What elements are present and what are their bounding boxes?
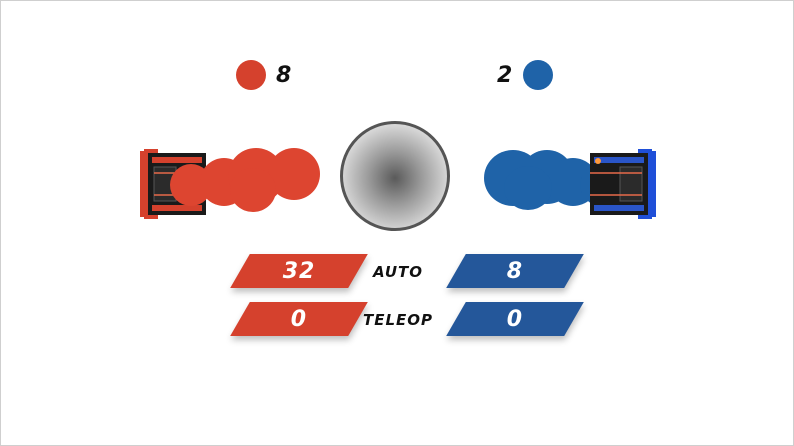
- blue-ball-icon: [523, 60, 554, 90]
- blue-auto-score-box: 8: [446, 254, 584, 288]
- blue-balls-cluster: [484, 146, 634, 216]
- blue-teleop-score: 0: [506, 306, 524, 332]
- red-ball: [230, 168, 276, 212]
- hub-icon: [340, 121, 450, 231]
- red-ball-counter: 8: [236, 58, 292, 92]
- red-balls-cluster: [170, 146, 320, 216]
- blue-ball-count: 2: [497, 62, 514, 88]
- blue-ball: [504, 166, 552, 210]
- blue-teleop-score-box: 0: [446, 302, 584, 336]
- teleop-label: TELEOP: [362, 311, 434, 329]
- red-ball-icon: [236, 60, 266, 90]
- blue-ball-counter: 2: [497, 58, 554, 92]
- red-ball-count: 8: [276, 62, 293, 88]
- auto-label: AUTO: [372, 263, 424, 281]
- red-ball: [268, 148, 320, 200]
- blue-auto-score: 8: [506, 258, 524, 284]
- red-auto-score: 32: [282, 258, 316, 284]
- blue-robot-icon: [590, 149, 656, 219]
- red-teleop-score: 0: [290, 306, 308, 332]
